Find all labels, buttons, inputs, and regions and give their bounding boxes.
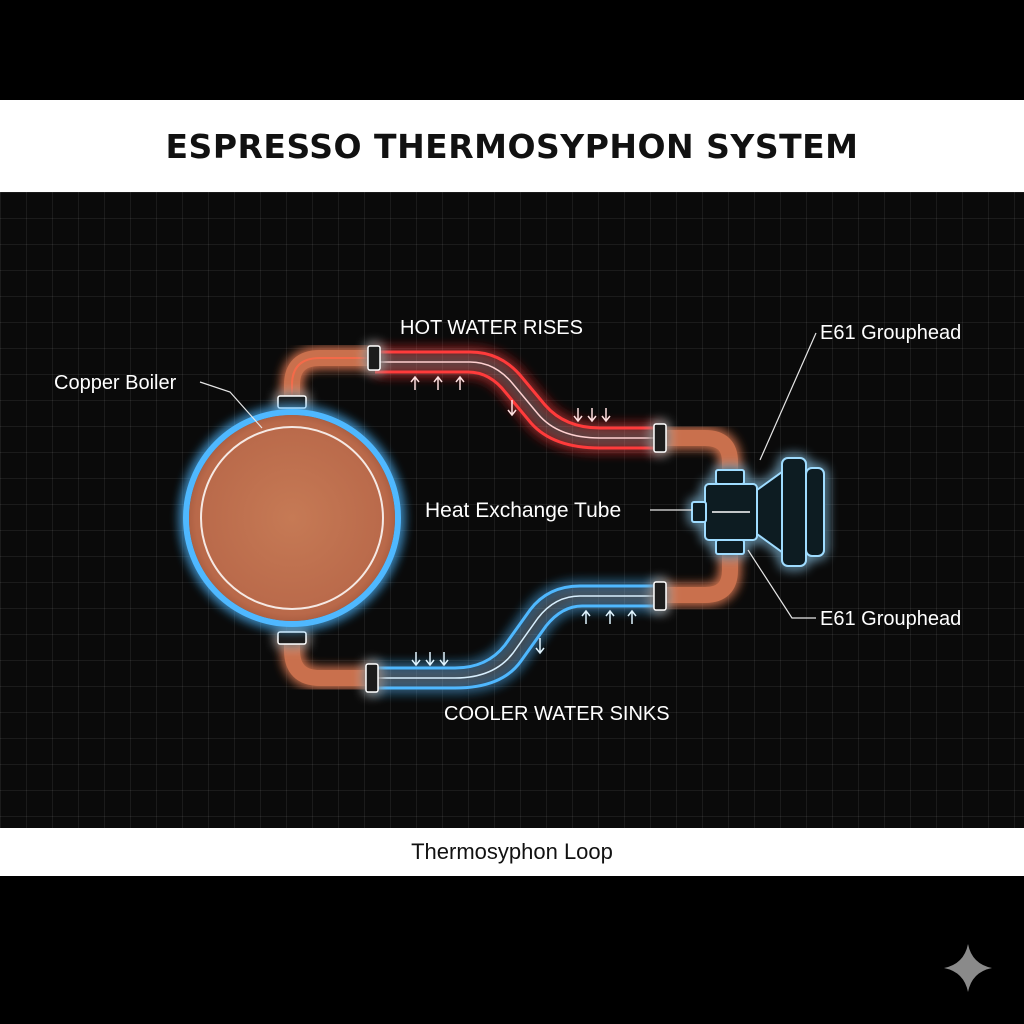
diagram-stage: [0, 192, 1024, 828]
grouphead-bottom-label: E61 Grouphead: [820, 608, 961, 630]
boiler-label: Copper Boiler: [54, 372, 177, 394]
hot-flow-channel: [375, 350, 660, 450]
title-bar: ESPRESSO THERMOSYPHON SYSTEM: [0, 100, 1024, 192]
copper-boiler: [183, 409, 401, 627]
page-title: ESPRESSO THERMOSYPHON SYSTEM: [165, 126, 859, 166]
diagram-caption: Thermosyphon Loop: [411, 839, 613, 864]
grouphead-inlet-pipe: [660, 430, 738, 475]
hot-flow-arrows: [410, 375, 611, 423]
grouphead-top-label: E61 Grouphead: [820, 322, 961, 344]
sparkle-icon: [944, 944, 992, 992]
cool-flow-channel: [372, 584, 660, 690]
top-letterbox: [0, 0, 1024, 100]
bottom-letterbox: [0, 876, 1024, 1024]
boiler-return-pipe: [284, 640, 372, 686]
leader-lines: [199, 332, 817, 619]
grouphead-outlet-pipe: [660, 548, 738, 603]
e61-grouphead: [691, 457, 825, 567]
boiler-outlet-pipe: [284, 350, 375, 400]
pipe-couplings: [277, 345, 667, 693]
caption-bar: Thermosyphon Loop: [0, 828, 1024, 876]
cool-flow-label: COOLER WATER SINKS: [444, 703, 670, 725]
hot-flow-label: HOT WATER RISES: [400, 317, 583, 339]
cool-flow-arrows: [411, 609, 637, 667]
heat-exchange-label: Heat Exchange Tube: [425, 499, 621, 522]
